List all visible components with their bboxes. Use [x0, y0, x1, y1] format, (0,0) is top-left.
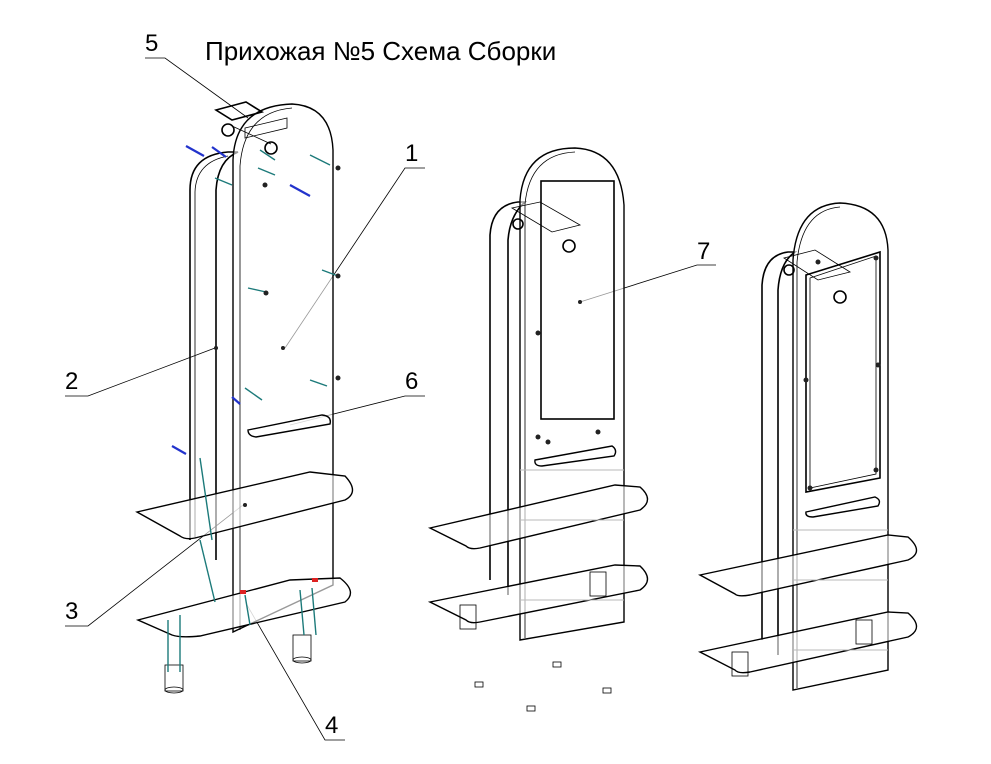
- screws-blue: [171, 145, 311, 455]
- mirror-7: [540, 180, 615, 420]
- middle-shelf-2: [427, 484, 649, 550]
- side-panel-3: [761, 251, 798, 655]
- mirror-back-7: [805, 250, 881, 493]
- leader-2: [65, 347, 216, 397]
- callout-5: 5: [145, 30, 159, 57]
- leader-5: [145, 57, 249, 119]
- small-shelf: [247, 414, 332, 438]
- figure-assembled-rear: [697, 202, 918, 691]
- legs-2: [459, 571, 607, 630]
- legs: [164, 634, 312, 694]
- legs-3: [731, 619, 873, 677]
- small-shelf-2: [534, 445, 617, 467]
- bottom-shelf-2: [427, 564, 649, 624]
- callout-2: 2: [65, 368, 79, 395]
- callout-4: 4: [325, 712, 339, 739]
- middle-shelf-3: [697, 534, 918, 597]
- figure-exploded: [135, 101, 354, 694]
- fastener-holes: [214, 165, 341, 507]
- callout-6: 6: [405, 368, 419, 395]
- callout-1: 1: [405, 140, 419, 167]
- diagram-title: Прихожая №5 Схема Сборки: [205, 36, 557, 66]
- leader-3: [65, 504, 244, 627]
- leader-4: [246, 604, 345, 741]
- small-shelf-3: [805, 496, 881, 518]
- side-panel: [189, 151, 239, 560]
- bottom-shelf-3: [697, 611, 918, 674]
- main-panel: [232, 103, 334, 634]
- callout-7: 7: [697, 238, 711, 265]
- top-bracket: [214, 101, 264, 121]
- bottom-shelf: [135, 577, 352, 638]
- fastener-holes-3: [803, 255, 881, 491]
- figure-assembled-front: [427, 147, 649, 712]
- fasteners-teal: [167, 149, 339, 672]
- fastener-holes-2: [535, 300, 601, 445]
- markers-red: [240, 578, 318, 594]
- callout-3: 3: [65, 598, 79, 625]
- floor-connectors: [474, 661, 612, 712]
